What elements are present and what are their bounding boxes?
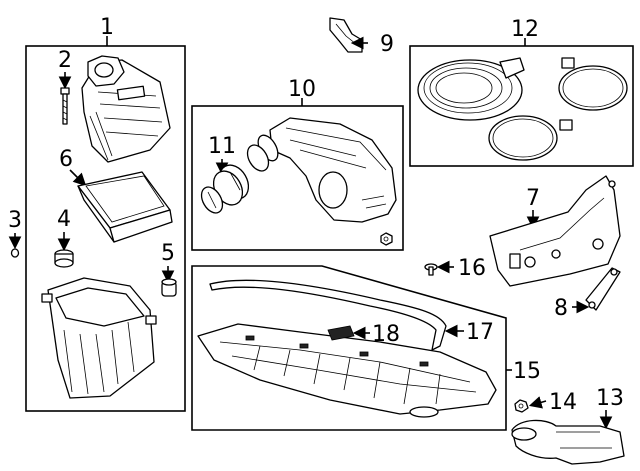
seal-strip (209, 279, 447, 351)
callout-4: 4 (57, 207, 71, 232)
callout-1: 1 (100, 15, 114, 40)
callout-2: 2 (58, 48, 72, 73)
group-box-15 (191, 265, 507, 431)
brace (585, 267, 621, 311)
push-pin (424, 263, 438, 276)
callout-13: 13 (596, 386, 624, 411)
bolt (60, 87, 70, 125)
callout-17: 17 (466, 320, 494, 345)
group-box-12 (409, 45, 634, 167)
callout-14: 14 (549, 390, 577, 415)
nut (380, 232, 393, 246)
grommet (54, 249, 74, 268)
hose-group: 12 (409, 17, 634, 167)
callout-8: 8 (554, 296, 568, 321)
callout-12: 12 (511, 17, 539, 42)
group-box-10 (191, 105, 404, 251)
deflector-group: 15 18 17 (191, 265, 541, 431)
callout-3: 3 (8, 208, 22, 233)
hose-clamp-lower (488, 115, 573, 161)
group-box-1 (25, 45, 186, 412)
air-cleaner-lower-housing (41, 277, 157, 399)
callout-7: 7 (526, 186, 540, 211)
clamp-and-coupler (200, 144, 270, 214)
callout-9: 9 (380, 32, 394, 57)
callout-15: 15 (513, 359, 541, 384)
lower-deflector (197, 323, 497, 418)
callout-6: 6 (59, 147, 73, 172)
insulator (161, 278, 177, 297)
callout-10: 10 (288, 77, 316, 102)
nut-14 (514, 399, 529, 413)
support-bracket (489, 175, 621, 287)
callout-18: 18 (372, 322, 400, 347)
callout-16: 16 (458, 256, 486, 281)
callout-11: 11 (208, 134, 236, 159)
outlet-duct-group: 10 11 (191, 77, 404, 251)
clip (10, 248, 20, 258)
air-cleaner-group: 1 2 6 4 (25, 15, 186, 412)
inlet-duct (511, 419, 625, 465)
bracket-9 (329, 17, 363, 53)
callout-5: 5 (161, 241, 175, 266)
hose-clamp-upper (558, 57, 628, 111)
air-filter (77, 171, 173, 243)
air-cleaner-cover (81, 55, 171, 163)
coiled-hose (417, 57, 525, 121)
outlet-duct (257, 117, 397, 223)
